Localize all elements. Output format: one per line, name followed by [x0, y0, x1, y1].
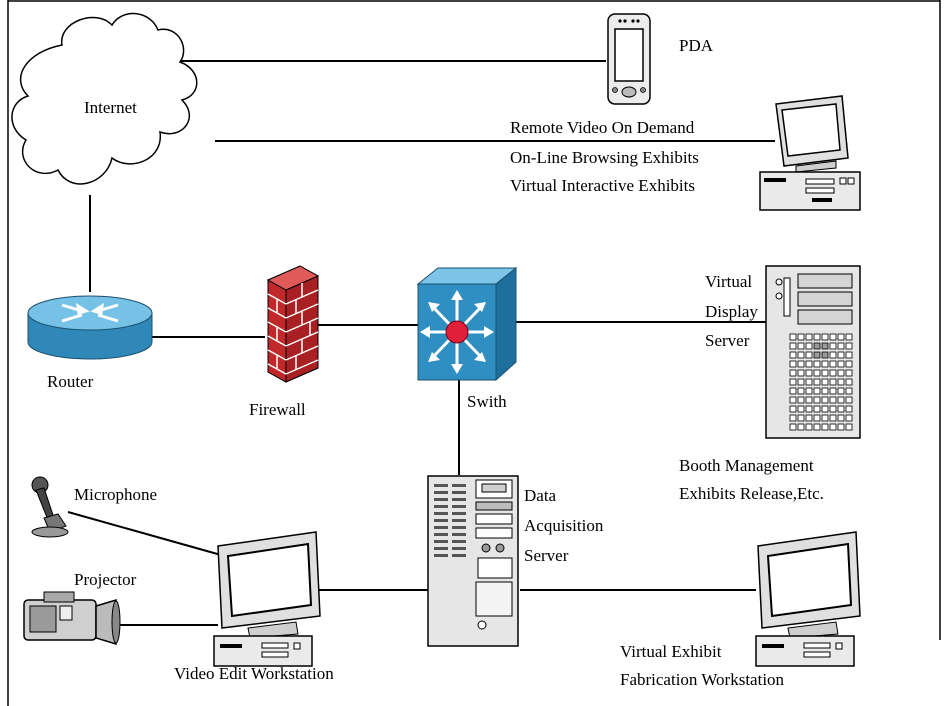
firewall-label: Firewall [249, 400, 306, 419]
remote-computer-icon [759, 95, 861, 211]
remote-service-label: Virtual Interactive Exhibits [510, 176, 695, 195]
acquisition-label-line: Acquisition [524, 516, 604, 535]
exhibit-workstation-label: Virtual Exhibit [620, 642, 722, 661]
connections [67, 60, 775, 626]
internet-cloud-icon [11, 12, 198, 185]
server-label-line: Display [705, 302, 758, 321]
server-label-line: Virtual [705, 272, 753, 291]
data-acquisition-server-icon [427, 475, 519, 647]
video-edit-workstation-label: Video Edit Workstation [174, 664, 334, 683]
projector-icon [23, 591, 121, 646]
server-label-line: Server [705, 331, 750, 350]
server-vent-grid [789, 333, 853, 431]
booth-service-label: Exhibits Release,Etc. [679, 484, 824, 503]
microphone-icon [31, 476, 69, 538]
acquisition-label-line: Data [524, 486, 557, 505]
projector-label: Projector [74, 570, 137, 589]
pda-label: PDA [679, 36, 714, 55]
remote-service-label: On-Line Browsing Exhibits [510, 148, 699, 167]
frame [7, 0, 941, 706]
booth-service-label: Booth Management [679, 456, 814, 475]
exhibit-workstation-label: Fabrication Workstation [620, 670, 785, 689]
router-icon [27, 295, 153, 360]
switch-icon [416, 266, 518, 382]
switch-label: Swith [467, 392, 507, 411]
firewall-icon [266, 265, 320, 383]
virtual-exhibit-workstation-icon [755, 531, 861, 667]
pda-icon [607, 13, 651, 105]
server-vent-slots [434, 484, 466, 557]
link-mic-workstation [67, 511, 222, 556]
internet-label: Internet [84, 98, 137, 117]
router-label: Router [47, 372, 94, 391]
microphone-label: Microphone [74, 485, 158, 504]
acquisition-label-line: Server [524, 546, 569, 565]
video-edit-workstation-icon [213, 531, 321, 667]
virtual-display-server-icon [765, 265, 861, 439]
remote-service-label: Remote Video On Demand [510, 118, 695, 137]
